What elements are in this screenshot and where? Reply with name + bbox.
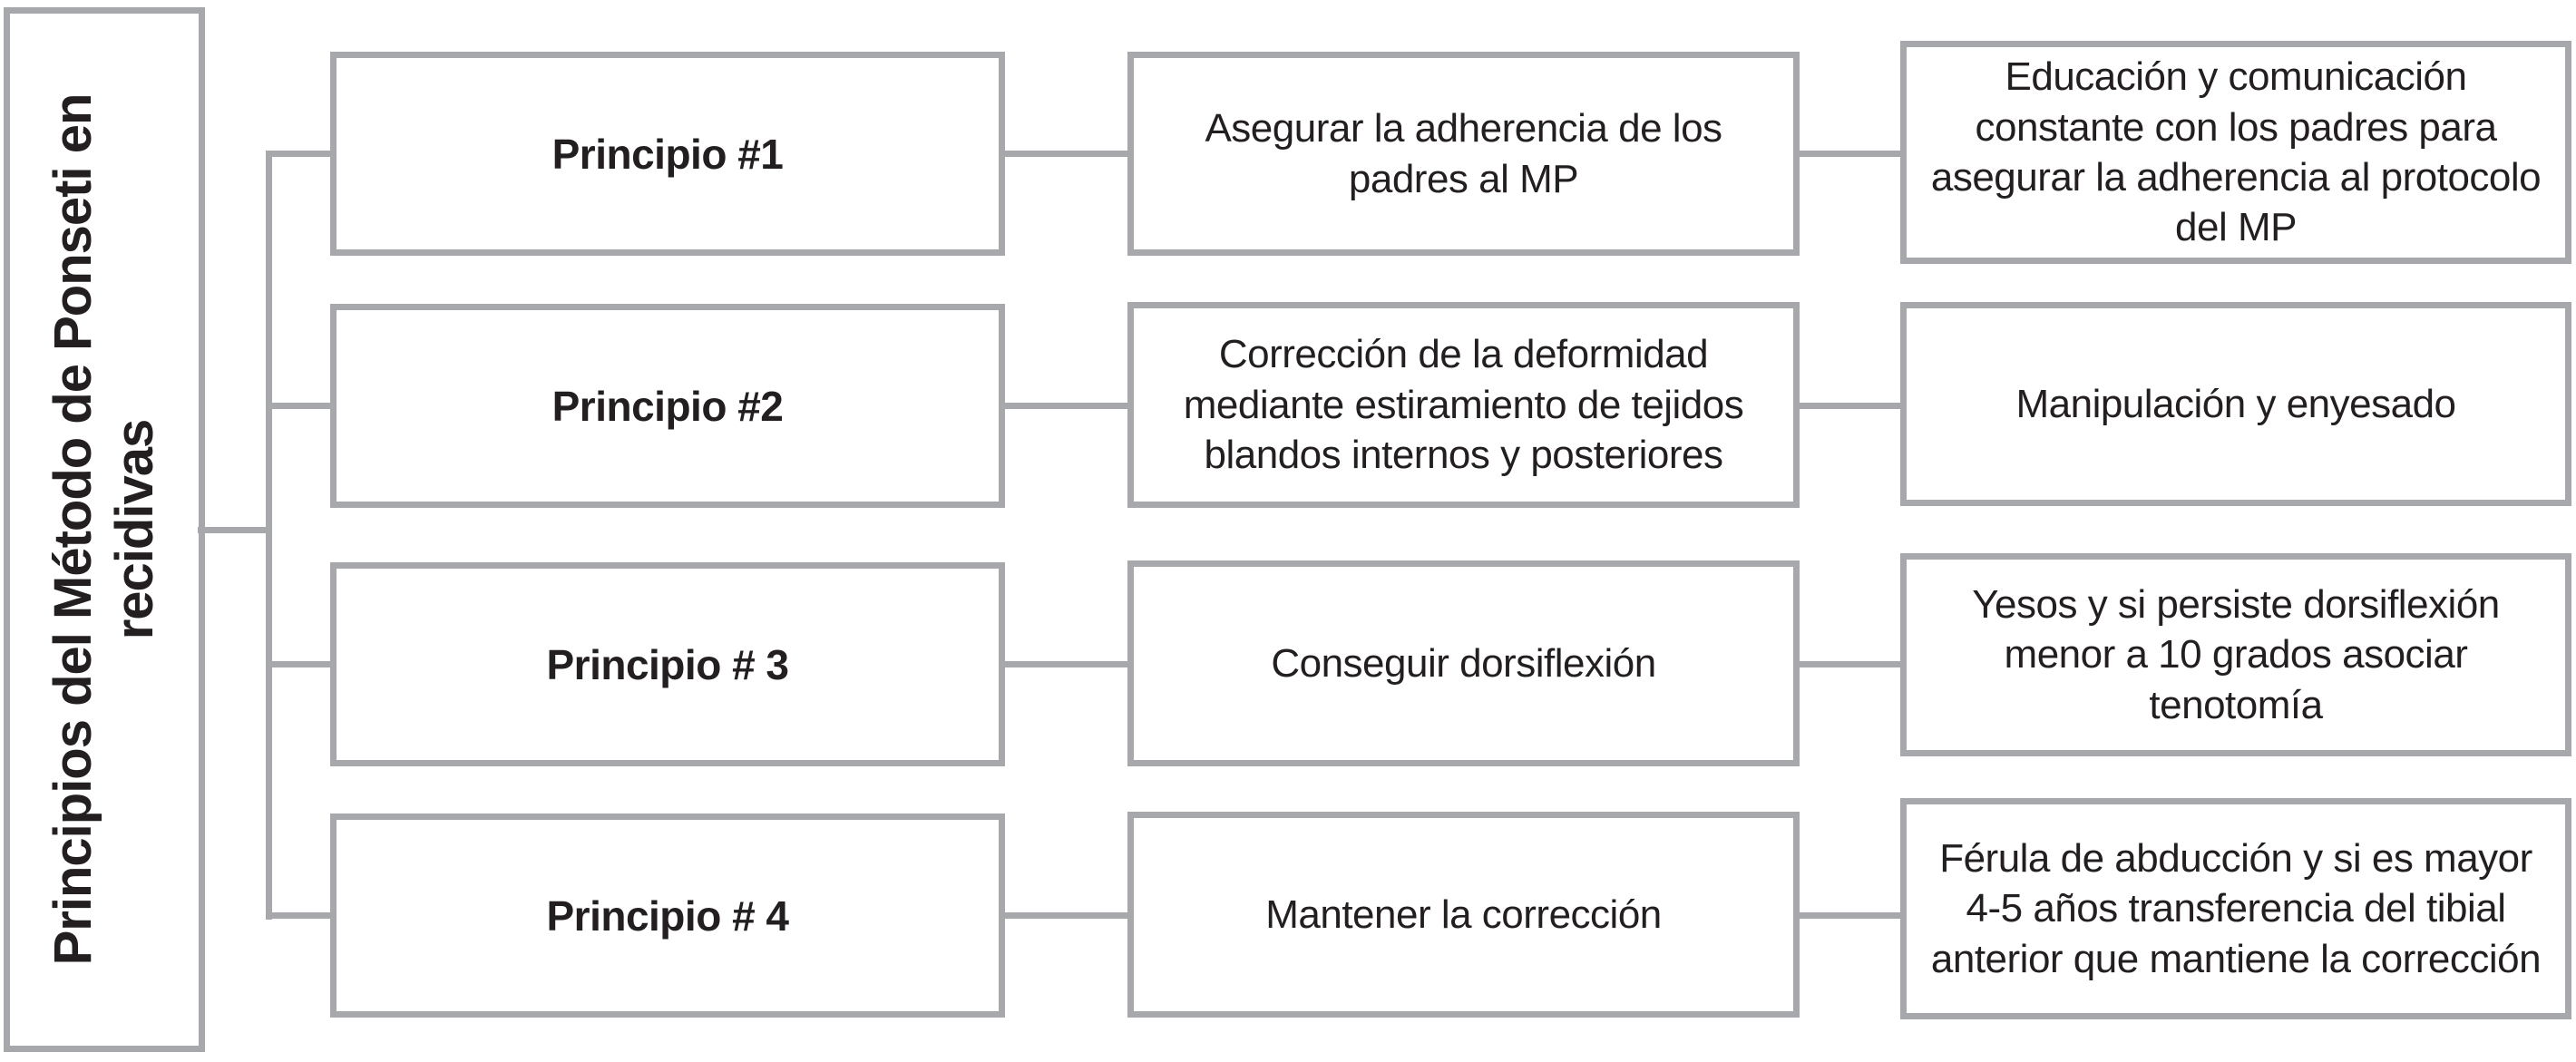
connector-row3-col2-col3 — [1796, 661, 1904, 667]
action-2-text: Corrección de la deformidad mediante est… — [1183, 332, 1744, 478]
detail-3-box: Yesos y si persiste dorsiflexión menor a… — [1900, 553, 2571, 756]
connector-trunk-row4 — [268, 912, 334, 919]
connector-row4-col2-col3 — [1796, 912, 1904, 919]
principle-2-label: Principio #2 — [551, 382, 784, 430]
connector-trunk-row2 — [268, 403, 334, 409]
principle-4-label: Principio # 4 — [546, 891, 789, 940]
action-4-text: Mantener la corrección — [1265, 891, 1662, 937]
principle-4-box: Principio # 4 — [330, 814, 1005, 1018]
principle-1-label: Principio #1 — [551, 130, 784, 178]
detail-1-text: Educación y comunicación constante con l… — [1930, 54, 2542, 250]
principle-3-box: Principio # 3 — [330, 562, 1005, 766]
connector-row2-col2-col3 — [1796, 403, 1904, 409]
connector-row4-col1-col2 — [1001, 912, 1131, 919]
connector-row1-col1-col2 — [1001, 151, 1131, 157]
detail-2-box: Manipulación y enyesado — [1900, 302, 2571, 506]
action-4-box: Mantener la corrección — [1127, 812, 1800, 1018]
connector-root-stub — [198, 527, 270, 533]
action-2-box: Corrección de la deformidad mediante est… — [1127, 302, 1800, 508]
principle-3-label: Principio # 3 — [546, 640, 789, 688]
detail-2-text: Manipulación y enyesado — [2015, 381, 2456, 426]
detail-1-box: Educación y comunicación constante con l… — [1900, 41, 2571, 264]
diagram-title-line2: recidivas — [105, 419, 164, 640]
connector-row3-col1-col2 — [1001, 661, 1131, 667]
action-3-text: Conseguir dorsiflexión — [1271, 640, 1656, 686]
connector-trunk-row3 — [268, 661, 334, 667]
action-3-box: Conseguir dorsiflexión — [1127, 560, 1800, 766]
title-box: Principios del Método de Ponseti en reci… — [4, 7, 205, 1052]
action-1-box: Asegurar la adherencia de los padres al … — [1127, 52, 1800, 256]
diagram-title: Principios del Método de Ponseti en reci… — [11, 14, 198, 1046]
connector-trunk-row1 — [268, 151, 334, 157]
detail-4-text: Férula de abducción y si es mayor 4-5 añ… — [1930, 835, 2542, 981]
action-1-text: Asegurar la adherencia de los padres al … — [1205, 106, 1722, 201]
connector-row2-col1-col2 — [1001, 403, 1131, 409]
diagram-title-line1: Principios del Método de Ponseti en — [44, 93, 103, 966]
principle-2-box: Principio #2 — [330, 304, 1005, 508]
connector-row1-col2-col3 — [1796, 151, 1904, 157]
principle-1-box: Principio #1 — [330, 52, 1005, 256]
detail-3-text: Yesos y si persiste dorsiflexión menor a… — [1972, 581, 2500, 727]
connector-trunk — [266, 151, 272, 920]
detail-4-box: Férula de abducción y si es mayor 4-5 añ… — [1900, 798, 2571, 1019]
